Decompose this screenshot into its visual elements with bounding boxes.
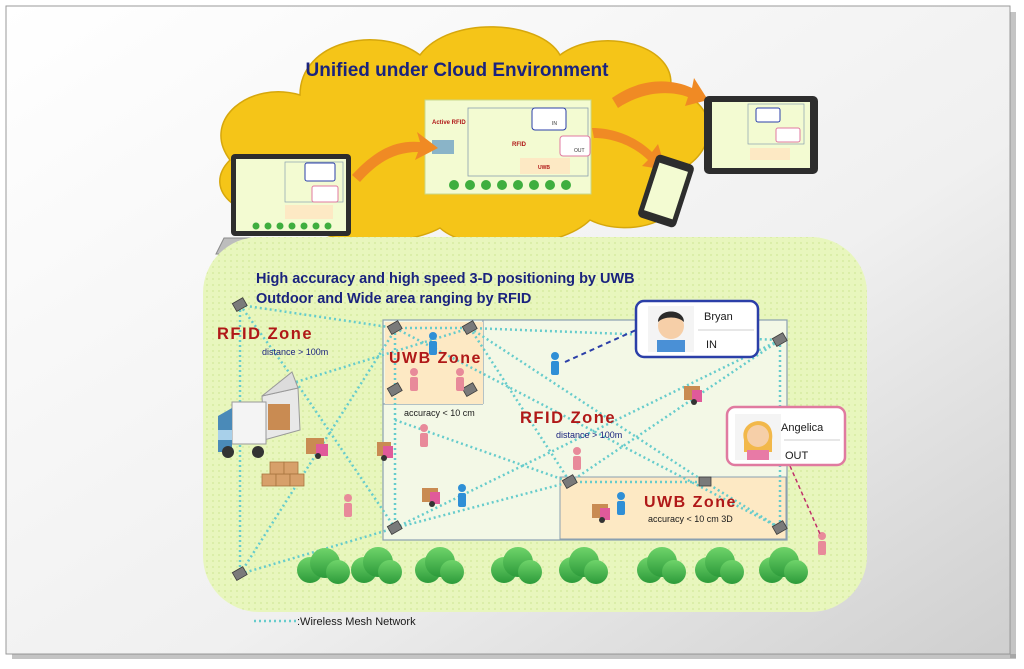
tree-row [297,547,808,584]
anchor-node-icon [386,382,403,398]
person-pink-icon [410,368,418,391]
anchor-node-icon [771,520,788,536]
cloud-title: Unified under Cloud Environment [306,60,610,81]
person-pink-icon [344,494,352,517]
tree-icon [559,547,608,584]
rfid-zone-left-title: RFID Zone [217,325,313,343]
person-pink-icon [456,368,464,391]
forklift-icon [377,442,393,461]
sync-arrows [352,78,708,182]
uwb-zone-top-note: accuracy < 10 cm [404,408,475,418]
tree-icon [415,547,464,584]
cargo-boxes-icon [261,461,305,487]
mini-card-in: IN [552,121,557,127]
tracking-link-angelica [789,465,821,535]
mini-label-uwb: UWB [538,165,550,171]
legend: :Wireless Mesh Network [254,616,416,628]
forklift-icon [592,504,610,523]
headline-uwb: High accuracy and high speed 3-D positio… [256,271,635,287]
smartphone-icon [638,154,694,228]
status-card-name: Bryan [704,311,733,323]
tree-icon [759,547,808,584]
person-pink-icon [420,424,428,447]
anchor-node-icon [461,382,478,398]
person-blue-icon [617,492,625,515]
person-pink-icon [818,532,826,555]
person-pink-icon [573,447,581,470]
tree-icon [695,547,744,584]
uwb-zone-bottom-note: accuracy < 10 cm 3D [648,514,733,524]
rfid-zone-mid-note: distance > 100m [556,430,622,440]
anchor-node-icon [461,320,478,336]
status-card-name: Angelica [781,422,824,434]
anchor-node-icon [231,297,248,313]
anchor-nodes [231,297,788,582]
delivery-truck-icon [218,371,301,458]
rfid-zone-left-note: distance > 100m [262,347,328,357]
avatar-angelica [735,414,781,460]
mini-card-out: OUT [574,148,585,154]
anchor-node-icon [771,332,788,348]
tree-icon [351,547,402,584]
avatar-bryan [648,306,694,352]
anchor-node-icon [386,320,403,336]
uwb-zone-bottom-title: UWB Zone [644,494,737,511]
anchor-node-icon [231,566,248,582]
anchor-node-icon [386,520,403,536]
mini-label-rfid: Active RFID [432,120,466,126]
person-blue-icon [551,352,559,375]
rfid-zone-mid-title: RFID Zone [520,409,616,427]
tree-icon [297,548,350,584]
tablet-icon [704,96,818,174]
forklift-icon [422,488,440,507]
anchor-node-icon [698,476,712,487]
person-blue-icon [458,484,466,507]
tracking-link-bryan [564,329,637,363]
status-card-status: IN [706,339,717,351]
status-card-angelica: Angelica OUT [725,405,847,467]
legend-label: :Wireless Mesh Network [297,616,416,628]
status-card-bryan: Bryan IN [634,299,760,359]
forklift-icon [306,438,328,459]
forklift-icon [684,386,702,405]
anchor-node-icon [561,474,578,490]
status-card-status: OUT [785,450,809,462]
headline-rfid: Outdoor and Wide area ranging by RFID [256,291,531,307]
uwb-zone-top-title: UWB Zone [389,350,482,367]
person-blue-icon [429,332,437,355]
tree-icon [491,547,542,584]
mini-label-zone: RFID [512,142,527,148]
tree-icon [637,547,686,584]
cloud-mini-map: Active RFID RFID IN OUT UWB [424,99,592,195]
